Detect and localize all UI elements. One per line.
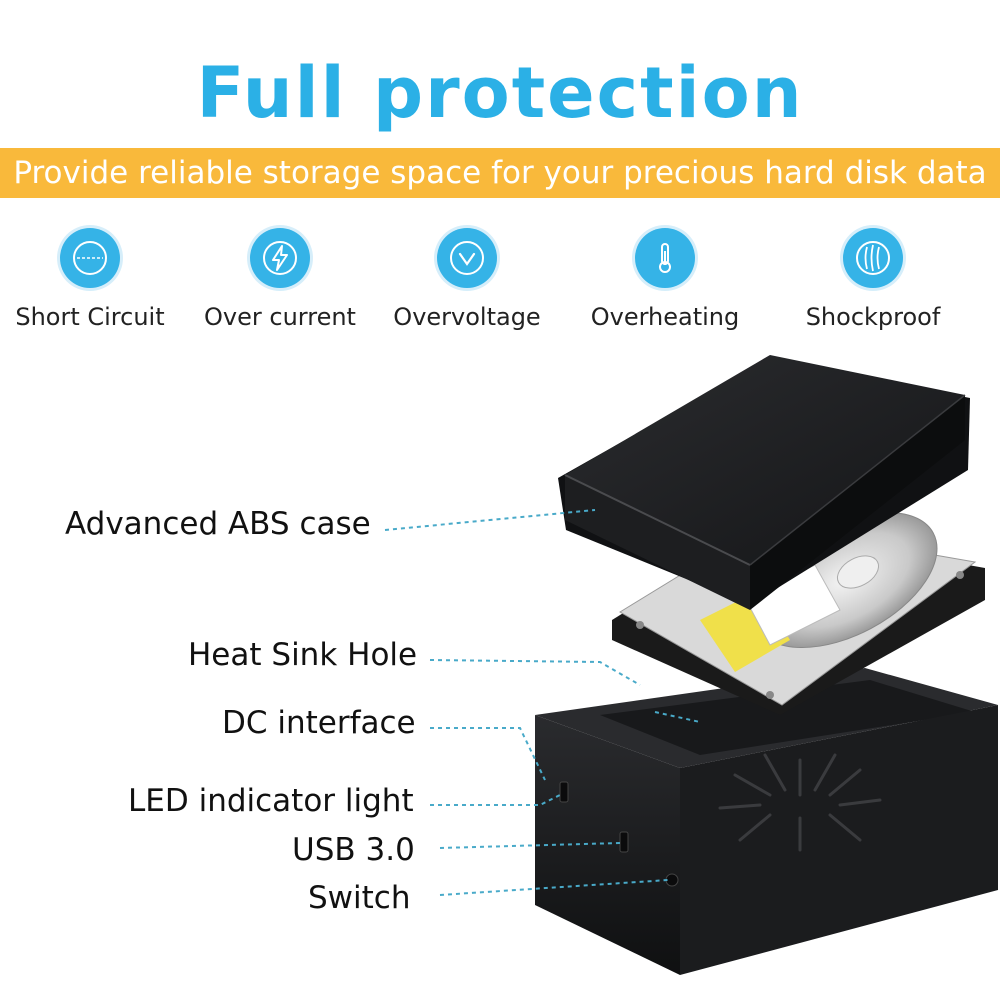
callout-led-indicator: LED indicator light xyxy=(128,783,414,819)
enclosure-illustration xyxy=(384,355,998,975)
callout-abs-case: Advanced ABS case xyxy=(65,506,371,542)
feature-short-circuit: Short Circuit xyxy=(0,228,190,331)
callout-heat-sink: Heat Sink Hole xyxy=(188,637,418,673)
feature-overheating: Overheating xyxy=(565,228,765,331)
feature-label: Short Circuit xyxy=(15,303,165,331)
enclosure-base xyxy=(535,668,998,975)
shockproof-icon xyxy=(843,228,903,288)
short-circuit-icon xyxy=(60,228,120,288)
callout-usb: USB 3.0 xyxy=(292,832,415,868)
feature-shockproof: Shockproof xyxy=(773,228,973,331)
feature-label: Overvoltage xyxy=(393,303,541,331)
led-indicator xyxy=(559,781,569,803)
thermometer-icon xyxy=(635,228,695,288)
page-title: Full protection xyxy=(196,52,804,134)
feature-label: Shockproof xyxy=(805,303,941,331)
feature-label: Over current xyxy=(204,303,356,331)
lightning-icon xyxy=(250,228,310,288)
feature-overvoltage: Overvoltage xyxy=(367,228,567,331)
usb-port xyxy=(619,831,629,853)
heat-sink-holes xyxy=(718,753,882,852)
power-switch xyxy=(665,873,679,887)
check-icon xyxy=(437,228,497,288)
callout-dc-interface: DC interface xyxy=(222,705,416,741)
leader-lines xyxy=(384,509,701,896)
enclosure-lid xyxy=(558,355,970,610)
callout-switch: Switch xyxy=(308,880,411,916)
feature-label: Overheating xyxy=(590,303,740,331)
subtitle-banner: Provide reliable storage space for your … xyxy=(0,148,1000,198)
feature-over-current: Over current xyxy=(180,228,380,331)
